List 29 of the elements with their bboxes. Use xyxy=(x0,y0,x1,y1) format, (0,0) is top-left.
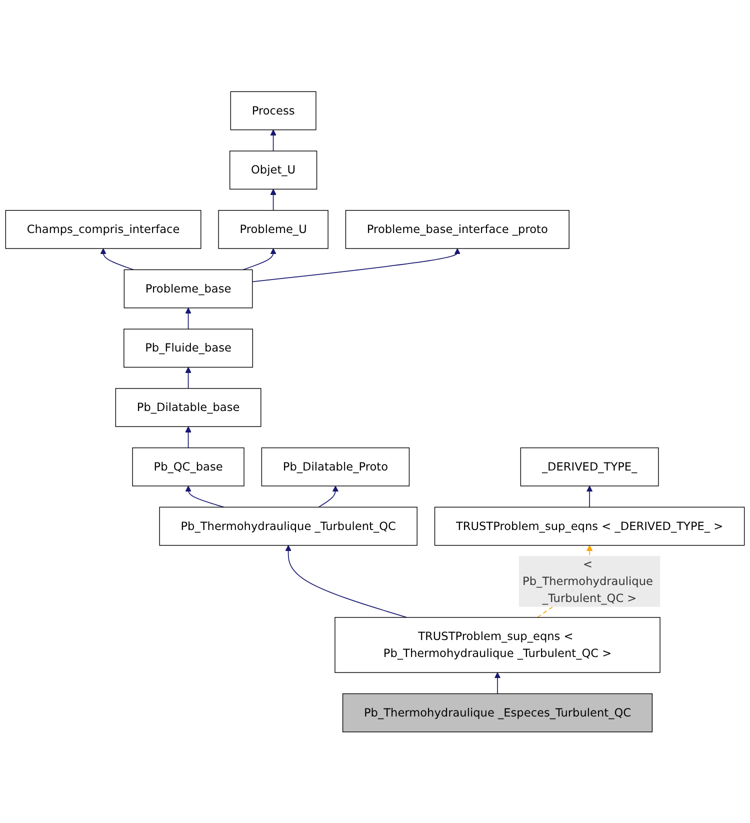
node-box: Objet_U xyxy=(229,150,318,190)
node-box: Probleme_base_interface _proto xyxy=(345,210,570,249)
arrow xyxy=(185,366,192,389)
arrow xyxy=(185,426,192,448)
arrow xyxy=(318,485,339,508)
node-box: Pb_Fluide_base xyxy=(124,328,253,368)
arrow xyxy=(100,248,134,270)
node-box: Probleme_base xyxy=(124,269,253,308)
arrow xyxy=(185,485,224,508)
arrow xyxy=(252,248,460,282)
node-box: _DERIVED_TYPE_ xyxy=(520,447,659,486)
node-box: Process xyxy=(230,91,316,130)
node-box: Pb_QC_base xyxy=(132,447,244,486)
node-box: Pb_Dilatable_Proto xyxy=(261,447,410,486)
edge-label: < Pb_Thermohydraulique _Turbulent_QC > xyxy=(522,557,653,604)
node-box: TRUSTProblem_sup_eqns < _DERIVED_TYPE_ > xyxy=(434,506,745,546)
arrow xyxy=(270,188,276,211)
node-box: Pb_Dilatable_base xyxy=(115,388,262,427)
arrow xyxy=(270,129,276,152)
arrow xyxy=(242,248,276,270)
node-box: TRUSTProblem_sup_eqns < Pb_Thermohydraulique _Turbulent_QC > xyxy=(334,616,660,673)
arrow xyxy=(494,672,501,694)
arrow xyxy=(285,544,408,618)
node-box: Champs_compris_interface xyxy=(5,210,202,249)
arrow xyxy=(586,485,593,508)
node-box: Pb_Thermohydraulique _Turbulent_QC xyxy=(159,506,418,546)
node-box: Pb_Thermohydraulique _Especes_Turbulent_QC xyxy=(342,693,653,732)
node-box: Probleme_U xyxy=(218,210,328,249)
arrow xyxy=(185,307,192,330)
